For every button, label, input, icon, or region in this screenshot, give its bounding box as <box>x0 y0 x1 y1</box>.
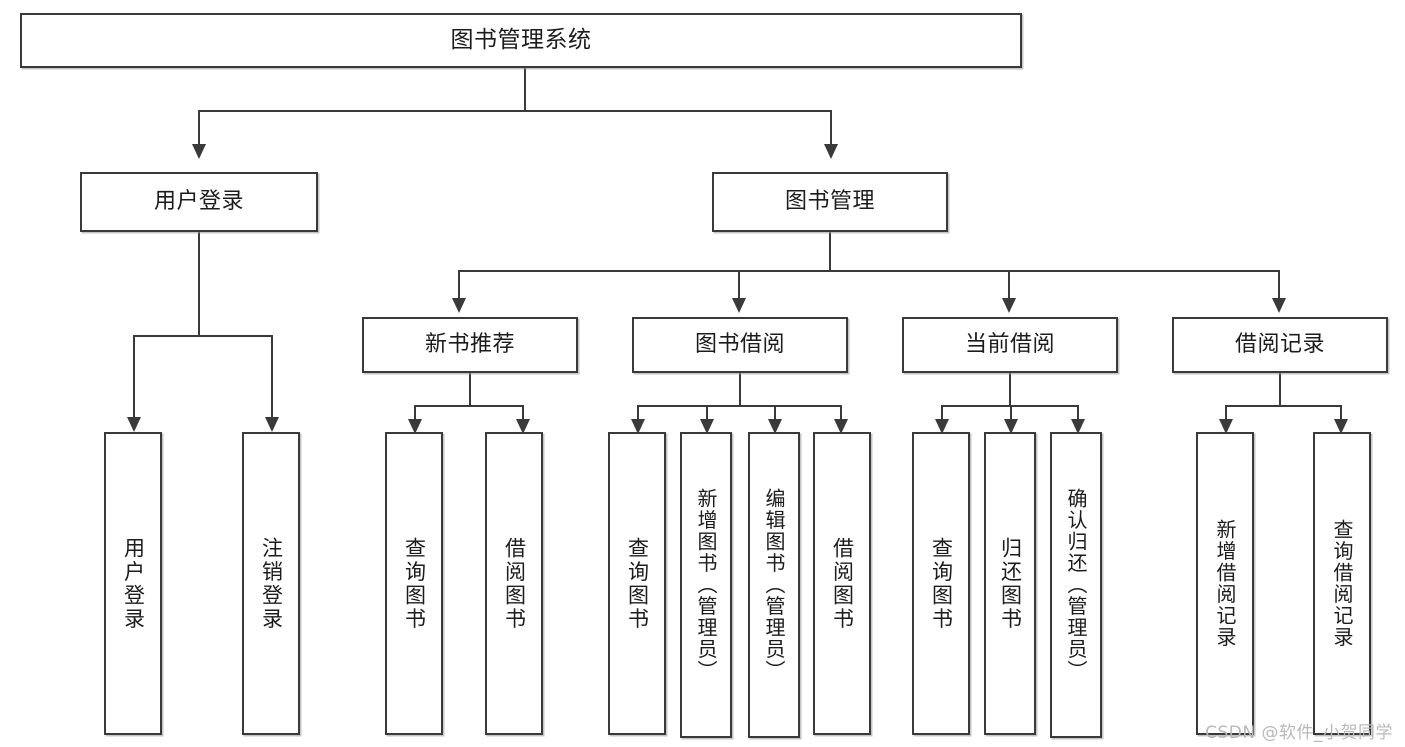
node-label: 借阅记录 <box>1234 331 1325 357</box>
arrow-to-leaf-query-book-2 <box>631 419 645 434</box>
node-label: 借阅图书 <box>502 536 527 631</box>
connector-root-drop-left <box>198 110 200 144</box>
node-label: 新增借阅记录 <box>1213 519 1237 648</box>
arrow-to-leaf-query-book-1 <box>408 419 422 434</box>
node-label: 新书推荐 <box>424 331 515 357</box>
connector-recommend-bus <box>414 405 524 407</box>
node-label: 当前借阅 <box>964 331 1055 357</box>
connector-root-bus <box>198 110 832 112</box>
arrow-to-leaf-query-book-3 <box>935 419 949 434</box>
node-user-login[interactable]: 用户登录 <box>80 172 318 232</box>
connector-current-stem <box>1009 373 1011 405</box>
leaf-add-borrow-record[interactable]: 新增借阅记录 <box>1196 432 1254 735</box>
node-label: 注销登录 <box>259 536 284 631</box>
leaf-edit-book-admin[interactable]: 编辑图书（管理员） <box>748 432 800 738</box>
node-borrow-record[interactable]: 借阅记录 <box>1172 317 1388 373</box>
arrow-to-leaf-logout <box>265 417 279 432</box>
arrow-to-leaf-edit-book <box>768 419 782 434</box>
node-label: 归还图书 <box>998 536 1023 631</box>
connector-book-manage-stem <box>829 232 831 270</box>
arrow-to-new-book-recommend <box>452 298 466 313</box>
node-label: 查询借阅记录 <box>1330 519 1354 648</box>
connector-book-manage-drop-4 <box>1278 270 1280 298</box>
node-current-borrow[interactable]: 当前借阅 <box>902 317 1118 373</box>
leaf-add-book-admin[interactable]: 新增图书（管理员） <box>680 432 732 738</box>
leaf-borrow-book[interactable]: 借阅图书 <box>813 432 871 735</box>
node-label: 新增图书（管理员） <box>694 488 718 682</box>
arrow-to-leaf-confirm-return <box>1071 419 1085 434</box>
connector-borrow-drop-1 <box>637 405 639 419</box>
connector-borrow-drop-2 <box>706 405 708 419</box>
node-label: 图书管理系统 <box>450 26 592 53</box>
node-label: 图书借阅 <box>694 331 785 357</box>
connector-current-drop-3 <box>1077 405 1079 419</box>
connector-book-manage-drop-1 <box>458 270 460 298</box>
arrow-to-book-borrow <box>732 298 746 313</box>
arrow-to-user-login <box>192 144 206 159</box>
connector-root-drop-right <box>830 110 832 144</box>
arrow-to-leaf-query-record <box>1334 419 1348 434</box>
leaf-query-book-borrow[interactable]: 查询图书 <box>608 432 666 735</box>
connector-borrow-drop-4 <box>840 405 842 419</box>
arrow-to-leaf-add-book <box>700 419 714 434</box>
node-root-system[interactable]: 图书管理系统 <box>20 13 1022 68</box>
arrow-to-leaf-borrow-book-1 <box>516 419 530 434</box>
node-new-book-recommend[interactable]: 新书推荐 <box>362 317 578 373</box>
node-label: 图书管理 <box>784 188 875 214</box>
csdn-watermark: CSDN @软件_小贺同学 <box>1205 723 1393 743</box>
node-book-borrow[interactable]: 图书借阅 <box>632 317 848 373</box>
leaf-query-borrow-record[interactable]: 查询借阅记录 <box>1313 432 1371 735</box>
arrow-to-current-borrow <box>1002 298 1016 313</box>
connector-book-manage-drop-2 <box>738 270 740 298</box>
node-book-manage[interactable]: 图书管理 <box>712 172 948 232</box>
leaf-query-book-recommend[interactable]: 查询图书 <box>385 432 443 735</box>
node-label: 借阅图书 <box>830 536 855 631</box>
leaf-borrow-book-recommend[interactable]: 借阅图书 <box>485 432 543 735</box>
connector-book-manage-drop-3 <box>1008 270 1010 298</box>
connector-user-login-drop-2 <box>271 335 273 417</box>
node-label: 查询图书 <box>625 536 650 631</box>
arrow-to-leaf-borrow-book-2 <box>834 419 848 434</box>
connector-recommend-stem <box>469 373 471 405</box>
node-label: 用户登录 <box>121 536 146 631</box>
node-label: 查询图书 <box>929 536 954 631</box>
connector-current-drop-2 <box>1010 405 1012 419</box>
arrow-to-leaf-user-login <box>127 417 141 432</box>
arrow-to-leaf-add-record <box>1219 419 1233 434</box>
leaf-confirm-return-admin[interactable]: 确认归还（管理员） <box>1050 432 1102 738</box>
connector-borrow-stem <box>739 373 741 405</box>
leaf-user-login[interactable]: 用户登录 <box>104 432 162 735</box>
connector-recommend-drop-1 <box>414 405 416 419</box>
node-label: 用户登录 <box>153 188 244 214</box>
connector-record-drop-2 <box>1340 405 1342 419</box>
node-label: 查询图书 <box>402 536 427 631</box>
connector-root-stem <box>524 68 526 110</box>
connector-user-login-drop-1 <box>133 335 135 417</box>
arrow-to-book-manage <box>824 144 838 159</box>
leaf-logout[interactable]: 注销登录 <box>242 432 300 735</box>
connector-record-stem <box>1279 373 1281 405</box>
connector-user-login-stem <box>198 232 200 335</box>
connector-user-login-bus <box>133 335 272 337</box>
connector-record-drop-1 <box>1225 405 1227 419</box>
node-label: 确认归还（管理员） <box>1064 488 1088 682</box>
arrow-to-borrow-record <box>1272 298 1286 313</box>
connector-record-bus <box>1225 405 1342 407</box>
connector-borrow-bus <box>637 405 842 407</box>
leaf-return-book[interactable]: 归还图书 <box>984 432 1036 735</box>
connector-recommend-drop-2 <box>522 405 524 419</box>
connector-book-manage-bus <box>458 270 1280 272</box>
leaf-query-book-current[interactable]: 查询图书 <box>912 432 970 735</box>
connector-current-drop-1 <box>941 405 943 419</box>
connector-borrow-drop-3 <box>774 405 776 419</box>
arrow-to-leaf-return-book <box>1004 419 1018 434</box>
node-label: 编辑图书（管理员） <box>762 488 786 682</box>
